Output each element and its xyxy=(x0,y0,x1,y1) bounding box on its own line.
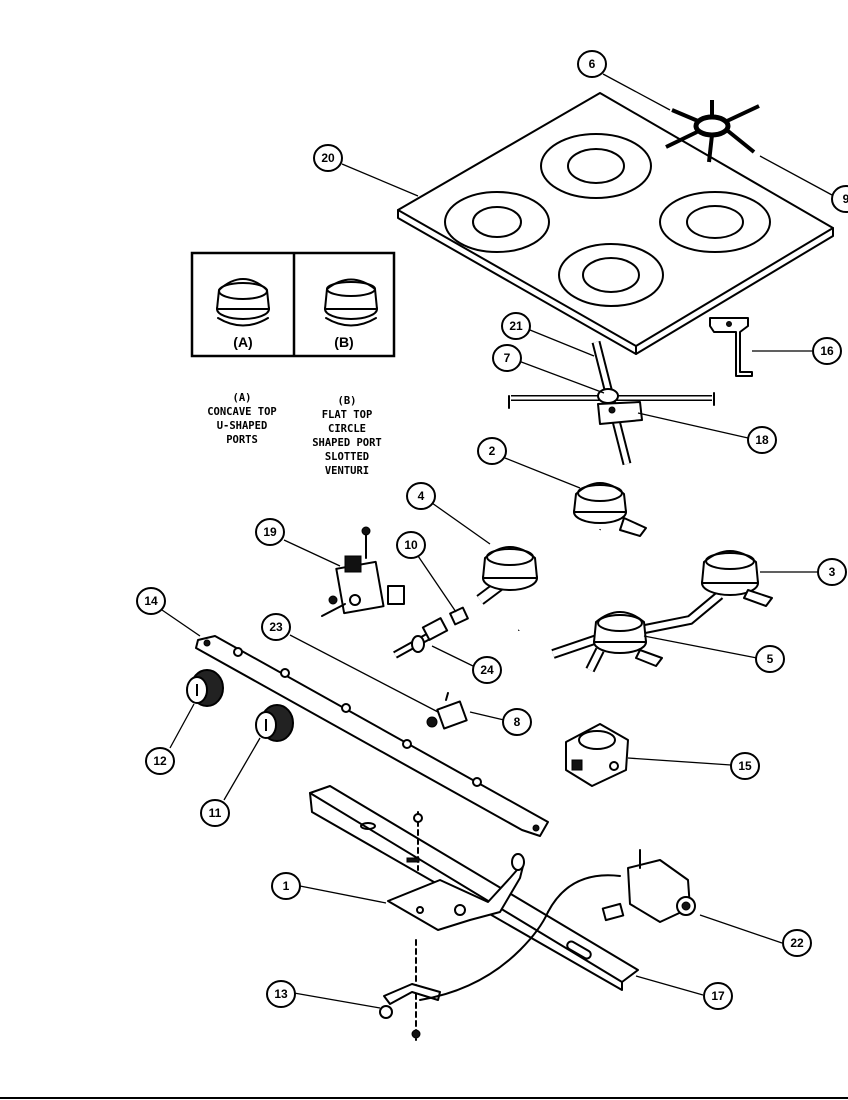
callout-5-label: 5 xyxy=(767,652,774,666)
callout-5: 5 xyxy=(755,645,785,673)
orifice-holder-24 xyxy=(393,617,449,659)
burner-4 xyxy=(476,546,538,605)
note-a-line-4: PORTS xyxy=(226,434,258,446)
valve-19 xyxy=(321,526,405,617)
note-a: (A) CONCAVE TOP U-SHAPED PORTS xyxy=(207,392,277,446)
note-b-line-2: FLAT TOP xyxy=(322,409,373,421)
callout-12: 12 xyxy=(145,747,175,775)
callout-7: 7 xyxy=(492,344,522,372)
callout-10: 10 xyxy=(396,531,426,559)
callout-8: 8 xyxy=(502,708,532,736)
note-b-line-1: (B) xyxy=(338,395,357,407)
callout-23-label: 23 xyxy=(269,620,283,634)
callout-6-label: 6 xyxy=(589,57,596,71)
manifold-bar-14 xyxy=(195,635,549,837)
callout-7-label: 7 xyxy=(504,351,511,365)
burner-cap-b-image xyxy=(324,278,378,327)
callout-18-label: 18 xyxy=(755,433,769,447)
callout-14: 14 xyxy=(136,587,166,615)
grate-spider xyxy=(665,100,760,163)
callout-16: 16 xyxy=(812,337,842,365)
gas-valve-22 xyxy=(419,849,696,1001)
note-b-line-5: SLOTTED xyxy=(325,451,369,463)
ignition-module-1 xyxy=(387,811,525,931)
burner-2 xyxy=(516,482,647,633)
callout-17: 17 xyxy=(703,982,733,1010)
callout-22-label: 22 xyxy=(790,936,804,950)
note-b-line-6: VENTURI xyxy=(325,465,369,477)
valve-8 xyxy=(426,692,468,730)
callout-1: 1 xyxy=(271,872,301,900)
callout-13: 13 xyxy=(266,980,296,1008)
callout-14-label: 14 xyxy=(144,594,158,608)
callout-1-label: 1 xyxy=(283,879,290,893)
burner-cap-a-image xyxy=(216,278,270,327)
note-a-line-1: (A) xyxy=(233,392,252,404)
callout-3-label: 3 xyxy=(829,565,836,579)
inset-label-b: (B) xyxy=(334,334,353,350)
callout-11: 11 xyxy=(200,799,230,827)
note-b: (B) FLAT TOP CIRCLE SHAPED PORT SLOTTED … xyxy=(312,395,382,477)
note-b-line-4: SHAPED PORT xyxy=(312,437,382,449)
callout-3: 3 xyxy=(817,558,847,586)
callout-16-label: 16 xyxy=(820,344,834,358)
callout-19: 19 xyxy=(255,518,285,546)
crossover-assembly xyxy=(508,340,715,466)
burner-5 xyxy=(585,611,663,673)
callout-20-label: 20 xyxy=(321,151,335,165)
knob-11 xyxy=(255,704,294,742)
callout-15: 15 xyxy=(730,752,760,780)
note-a-line-3: U-SHAPED xyxy=(217,420,268,432)
note-b-line-3: CIRCLE xyxy=(328,423,366,435)
callout-2: 2 xyxy=(477,437,507,465)
knob-12 xyxy=(186,669,224,707)
orifice-10 xyxy=(449,606,469,626)
callout-24: 24 xyxy=(472,656,502,684)
callout-9-label: 9 xyxy=(843,192,848,206)
cooktop-panel xyxy=(397,92,834,355)
callout-12-label: 12 xyxy=(153,754,167,768)
callout-23: 23 xyxy=(261,613,291,641)
clip-13 xyxy=(379,939,441,1041)
callout-21-label: 21 xyxy=(509,319,523,333)
callout-8-label: 8 xyxy=(514,715,521,729)
callout-22: 22 xyxy=(782,929,812,957)
callout-18: 18 xyxy=(747,426,777,454)
note-a-line-2: CONCAVE TOP xyxy=(207,406,277,418)
callout-10-label: 10 xyxy=(404,538,418,552)
callout-11-label: 11 xyxy=(209,806,222,820)
callout-9: 9 xyxy=(831,185,848,213)
callout-21: 21 xyxy=(501,312,531,340)
callout-4: 4 xyxy=(406,482,436,510)
callout-13-label: 13 xyxy=(274,987,288,1001)
callout-4-label: 4 xyxy=(418,489,425,503)
callout-2-label: 2 xyxy=(489,444,496,458)
bracket-16 xyxy=(709,317,753,377)
regulator-15 xyxy=(565,723,629,787)
callout-24-label: 24 xyxy=(480,663,494,677)
callout-6: 6 xyxy=(577,50,607,78)
leader-lines xyxy=(161,73,833,1009)
callout-19-label: 19 xyxy=(263,525,277,539)
burner-cap-inset: (A) (B) xyxy=(190,251,396,358)
callout-17-label: 17 xyxy=(711,989,725,1003)
bracket-17 xyxy=(309,785,639,991)
burner-3 xyxy=(551,550,773,659)
inset-label-a: (A) xyxy=(233,334,252,350)
callout-20: 20 xyxy=(313,144,343,172)
callout-15-label: 15 xyxy=(738,759,752,773)
